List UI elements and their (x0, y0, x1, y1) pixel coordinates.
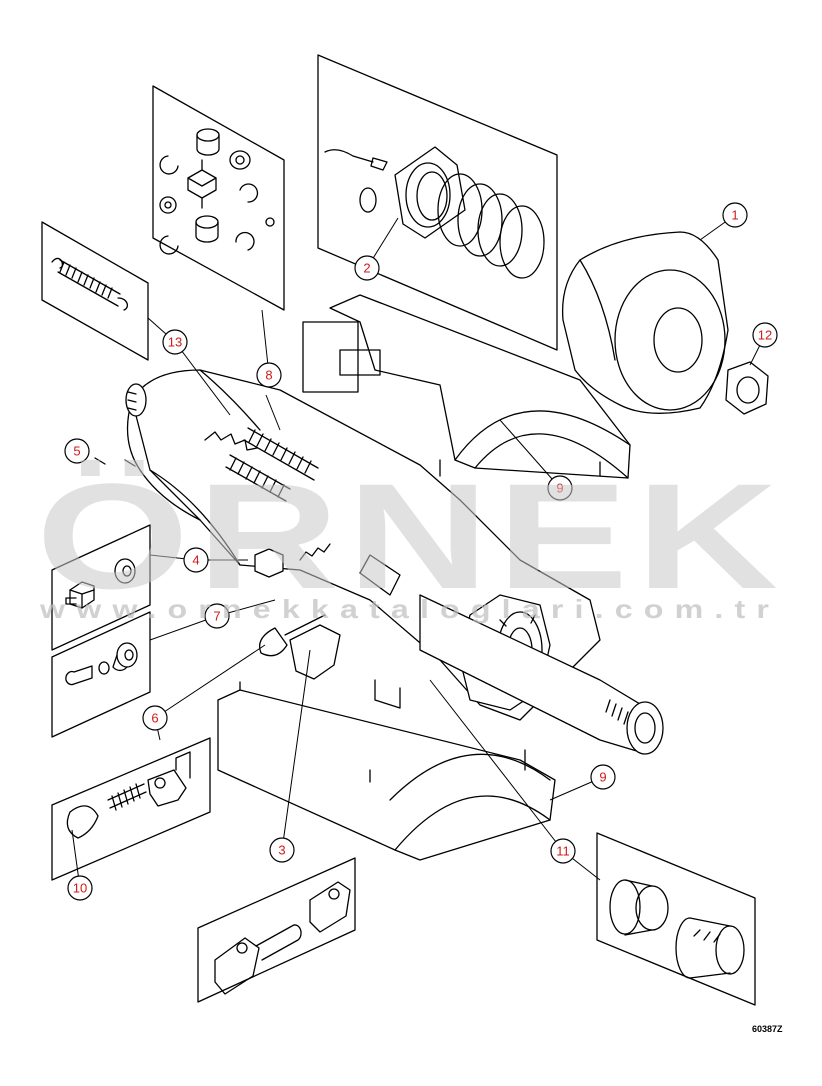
callout-5: 5 (64, 438, 90, 464)
svg-text:13: 13 (168, 335, 182, 350)
inset-panel-seal-rings (317, 54, 558, 351)
output-shaft (359, 554, 664, 755)
svg-text:2: 2 (363, 261, 370, 276)
callout-11: 11 (550, 838, 576, 864)
svg-text:5: 5 (73, 444, 80, 459)
svg-text:9: 9 (556, 481, 563, 496)
watermark-url: www.ornekkataloglari.com.tr (39, 594, 780, 624)
svg-text:7: 7 (213, 609, 220, 624)
svg-text:4: 4 (192, 553, 199, 568)
svg-text:10: 10 (73, 881, 87, 896)
callout-8: 8 (256, 362, 282, 388)
inset-panel-ujoint (152, 85, 285, 311)
callout-3: 3 (269, 837, 295, 863)
inset-panel-yoke-pin (51, 737, 211, 881)
inset-panel-lever (197, 857, 356, 1003)
drum-housing (561, 231, 729, 414)
inset-panel-spring (41, 221, 149, 361)
callout-13: 13 (162, 329, 188, 355)
inset-panel-pin-ring (51, 611, 151, 738)
svg-text:6: 6 (151, 711, 158, 726)
svg-text:1: 1 (731, 208, 738, 223)
callout-6: 6 (142, 705, 168, 731)
hex-nut (725, 361, 769, 415)
svg-text:11: 11 (556, 844, 570, 859)
housing-springs (225, 427, 319, 502)
figure-code: 60387Z (752, 1024, 783, 1034)
inset-panel-bolt-washer (51, 524, 151, 651)
callout-9-lower: 9 (590, 764, 616, 790)
callout-4: 4 (183, 547, 209, 573)
callout-2: 2 (354, 255, 380, 281)
lower-cover (217, 679, 556, 861)
callout-9-upper: 9 (547, 475, 573, 501)
callout-1: 1 (722, 202, 748, 228)
svg-text:9: 9 (599, 770, 606, 785)
callout-10: 10 (67, 875, 93, 901)
svg-text:3: 3 (278, 843, 285, 858)
callouts: 1 2 3 4 5 6 7 8 9 9 10 11 12 13 (64, 202, 778, 901)
inset-panel-bushing (596, 832, 756, 1006)
svg-text:12: 12 (758, 328, 772, 343)
pivot-lever (94, 457, 341, 680)
svg-text:8: 8 (265, 368, 272, 383)
upper-cover (302, 294, 631, 479)
watermark-main: ÖRNEK (36, 452, 786, 620)
callout-12: 12 (752, 322, 778, 348)
callout-7: 7 (204, 603, 230, 629)
